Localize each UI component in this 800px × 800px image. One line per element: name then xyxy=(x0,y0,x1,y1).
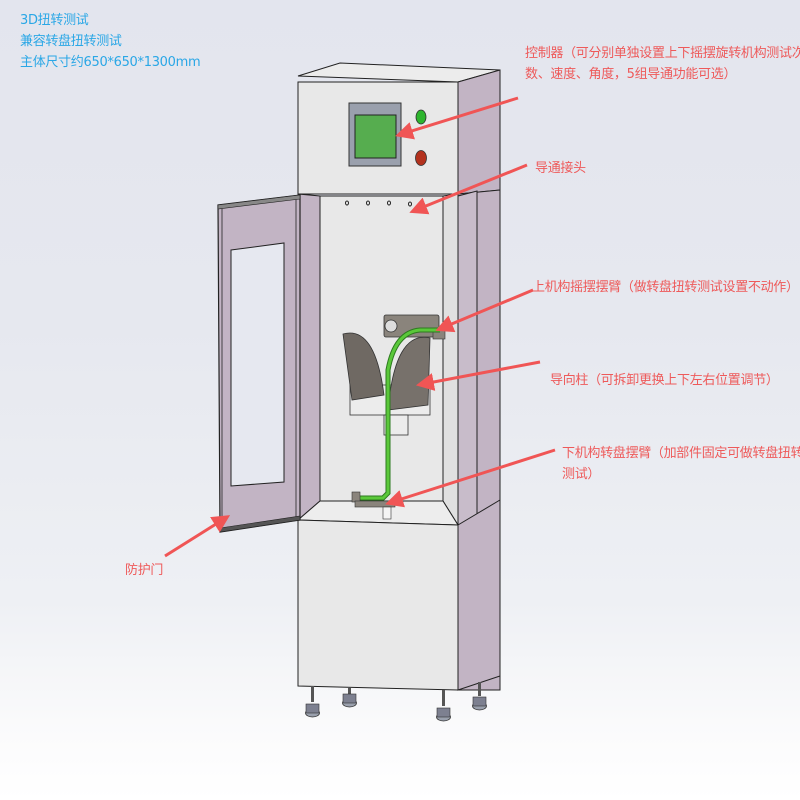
touch-screen xyxy=(348,102,402,167)
indicator-red-light xyxy=(415,150,427,166)
callout-controller: 控制器（可分别单独设置上下摇摆旋转机构测试次 数、速度、角度，5组导通功能可选） xyxy=(525,43,800,85)
indicator-green-light xyxy=(415,109,427,125)
title-line-1: 3D扭转测试 xyxy=(20,13,89,28)
callout-connector: 导通接头 xyxy=(535,161,586,176)
callout-lower-arm-line2: 测试） xyxy=(562,467,601,482)
lower-cabinet xyxy=(297,499,501,691)
test-chamber xyxy=(296,193,459,527)
upper-swing-arm xyxy=(383,314,446,340)
arrow-lower-arm xyxy=(385,448,556,508)
arrow-controller xyxy=(395,96,519,140)
foot xyxy=(342,688,357,708)
callout-guide-post: 导向柱（可拆卸更换上下左右位置调节） xyxy=(550,373,779,388)
arrow-upper-arm xyxy=(435,288,534,333)
title-line-2: 兼容转盘扭转测试 xyxy=(20,34,122,49)
arrow-door xyxy=(164,515,231,558)
arrow-connector xyxy=(409,163,528,215)
callout-lower-arm: 下机构转盘摆臂（加部件固定可做转盘扭转 测试） xyxy=(562,443,800,485)
foot xyxy=(305,686,320,718)
arrow-guide-post xyxy=(415,360,541,391)
title-line-3: 主体尺寸约650*650*1300mm xyxy=(20,55,201,70)
leveling-feet xyxy=(305,682,487,722)
foot xyxy=(472,682,487,711)
protective-door xyxy=(217,194,301,533)
title-block: 3D扭转测试 兼容转盘扭转测试 主体尺寸约650*650*1300mm xyxy=(20,10,201,73)
callout-door: 防护门 xyxy=(125,563,164,578)
callout-controller-line1: 控制器（可分别单独设置上下摇摆旋转机构测试次 xyxy=(525,46,800,61)
callout-controller-line2: 数、速度、角度，5组导通功能可选） xyxy=(525,67,737,82)
conduction-cable xyxy=(355,327,440,501)
callout-upper-arm: 上机构摇摆摆臂（做转盘扭转测试设置不动作） xyxy=(532,280,799,295)
callout-lower-arm-line1: 下机构转盘摆臂（加部件固定可做转盘扭转 xyxy=(562,446,800,461)
foot xyxy=(436,690,451,722)
